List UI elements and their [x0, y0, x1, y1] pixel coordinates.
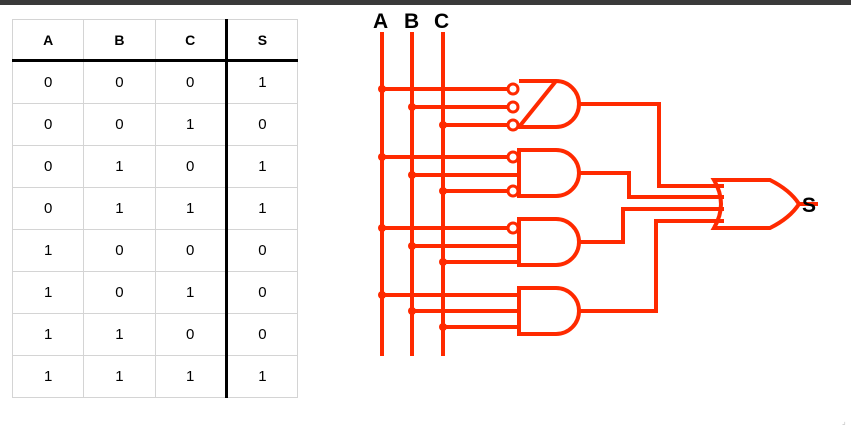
inversion-bubble [506, 100, 520, 114]
junction-dot [408, 242, 416, 250]
cell-a: 0 [11, 187, 85, 230]
junction-dot [378, 153, 386, 161]
cell-c: 0 [154, 229, 227, 272]
header-s: S [224, 19, 299, 62]
truth-table-header-row: A B C S [11, 19, 299, 62]
junction-dots [378, 85, 447, 331]
junction-dot [439, 121, 447, 129]
cell-s: 0 [224, 271, 299, 314]
cell-a: 1 [11, 229, 85, 272]
window-top-bar [0, 0, 851, 5]
inversion-bubble [506, 82, 520, 96]
junction-dot [408, 307, 416, 315]
cell-a: 0 [11, 60, 85, 104]
junction-dot [408, 171, 416, 179]
inversion-bubble [506, 150, 520, 164]
input-label-a: A [373, 10, 388, 33]
inversion-bubble [506, 118, 520, 132]
cell-c: 1 [154, 355, 227, 398]
cell-s: 1 [224, 187, 299, 230]
cell-a: 1 [11, 271, 85, 314]
table-row: 1 1 0 0 [11, 313, 299, 356]
junction-dot [378, 291, 386, 299]
junction-dot [408, 103, 416, 111]
table-row: 0 1 0 1 [11, 145, 299, 188]
and-gate-1 [514, 78, 581, 129]
corner-mark: ⌟ [842, 417, 846, 426]
cell-b: 1 [83, 145, 156, 188]
cell-b: 1 [83, 187, 156, 230]
cell-s: 1 [224, 355, 299, 398]
cell-a: 0 [11, 145, 85, 188]
cell-s: 0 [224, 103, 299, 146]
junction-dot [439, 323, 447, 331]
inversion-bubble [506, 221, 520, 235]
and-gate-2 [517, 148, 581, 198]
gate3-output-wire [579, 207, 724, 244]
cell-b: 1 [83, 313, 156, 356]
junction-dot [378, 224, 386, 232]
inversion-bubble [506, 184, 520, 198]
input-label-b: B [404, 10, 419, 33]
cell-b: 1 [83, 355, 156, 398]
and-gate-3 [517, 217, 581, 267]
table-row: 1 1 1 1 [11, 355, 299, 398]
or-gate [710, 178, 802, 230]
table-row: 0 1 1 1 [11, 187, 299, 230]
output-label-s: S [802, 194, 816, 217]
table-row: 0 0 1 0 [11, 103, 299, 146]
cell-b: 0 [83, 271, 156, 314]
cell-s: 1 [224, 60, 299, 104]
circuit-wires [380, 32, 818, 356]
junction-dot [439, 258, 447, 266]
cell-c: 0 [154, 145, 227, 188]
truth-table: A B C S 0 0 0 1 0 0 1 0 0 1 0 1 0 1 1 1 [11, 19, 299, 398]
inversion-bubbles [506, 82, 520, 235]
junction-dot [378, 85, 386, 93]
table-row: 1 0 0 0 [11, 229, 299, 272]
header-a: A [11, 19, 85, 62]
input-label-c: C [434, 10, 449, 33]
gate2-output-wire [579, 171, 724, 199]
gate4-output-wire [579, 219, 724, 313]
junction-dot [439, 187, 447, 195]
table-row: 1 0 1 0 [11, 271, 299, 314]
gate1-output-wire [579, 102, 724, 188]
cell-a: 1 [11, 355, 85, 398]
cell-a: 0 [11, 103, 85, 146]
cell-s: 0 [224, 313, 299, 356]
and-gate-4 [517, 286, 581, 336]
cell-c: 1 [154, 187, 227, 230]
cell-b: 0 [83, 103, 156, 146]
